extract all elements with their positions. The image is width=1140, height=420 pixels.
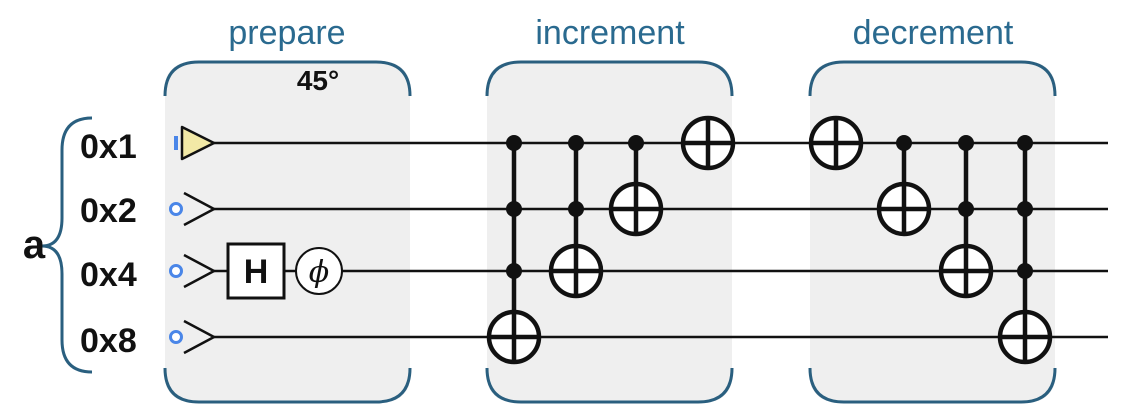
init-0x2 [169,191,216,227]
decrement-gate-2 [876,135,932,237]
section-title-prepare: prepare [228,14,345,52]
control-dot [568,201,584,217]
increment-gate-2 [548,135,604,299]
control-dot [896,135,912,151]
init-0x1 [174,125,216,161]
control-dot [506,263,522,279]
qubit-label-0x8: 0x8 [80,322,137,360]
control-dot [506,135,522,151]
section-title-increment: increment [535,14,685,52]
prepare-panel [163,60,412,404]
init-0x4 [169,253,216,289]
control-dot [1017,263,1033,279]
init-0x8 [169,319,216,355]
control-dot [1017,135,1033,151]
hadamard-label: H [244,253,269,291]
hadamard-gate: H [226,242,286,300]
decrement-gate-3 [938,135,994,299]
control-dot [1017,201,1033,217]
qubit-label-0x4: 0x4 [80,256,137,294]
angle-label: 45° [297,65,339,96]
decrement-gate-4 [997,135,1053,365]
control-dot [506,201,522,217]
gate-layer [486,115,1053,365]
control-dot [958,135,974,151]
increment-panel [485,60,734,404]
phase-label: ϕ [309,255,329,290]
section-title-decrement: decrement [853,14,1014,52]
increment-gate-3 [608,135,664,237]
increment-gate-1 [486,135,542,365]
control-dot [628,135,644,151]
decrement-panel [808,60,1057,404]
register-brace [41,116,93,374]
control-dot [958,201,974,217]
qubit-label-0x2: 0x2 [80,192,137,230]
register-name: a [23,223,46,267]
increment-gate-4 [680,115,736,171]
qubit-label-0x1: 0x1 [80,128,137,166]
decrement-gate-1 [808,115,864,171]
control-dot [568,135,584,151]
phase-gate: ϕ [295,247,343,295]
